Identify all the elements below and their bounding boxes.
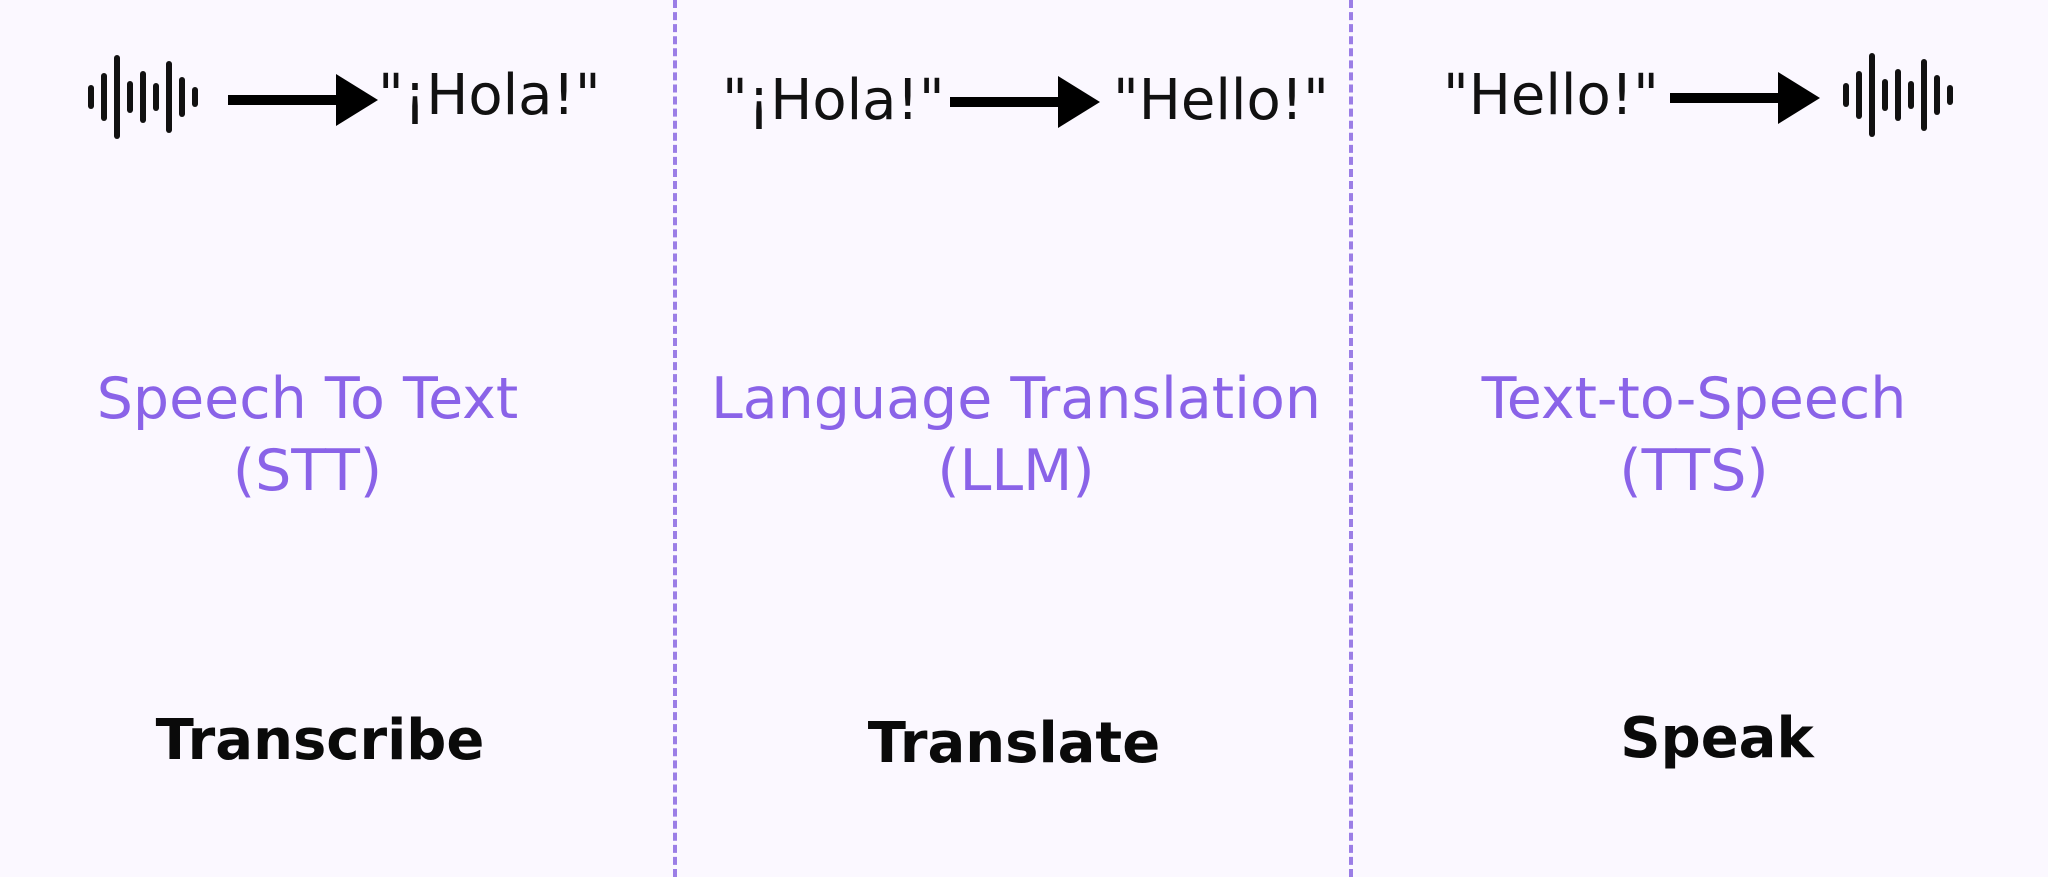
soundwave-icon	[1843, 53, 1953, 137]
stage-title-line2: (STT)	[232, 438, 383, 504]
arrow-right-icon	[950, 76, 1100, 128]
arrow-right-icon	[228, 74, 378, 126]
stage-title-line1: Speech To Text	[96, 366, 519, 432]
stage-verb: Transcribe	[155, 708, 485, 773]
stage-title-line2: (TTS)	[1619, 438, 1769, 504]
stage-title-line1: Text-to-Speech	[1481, 366, 1907, 432]
column-divider	[673, 0, 677, 877]
output-text: "Hello!"	[1113, 68, 1329, 133]
stage-title-line2: (LLM)	[937, 438, 1095, 504]
input-text: "¡Hola!"	[722, 68, 945, 133]
stage-title: Text-to-Speech (TTS)	[1353, 363, 2035, 507]
soundwave-icon	[88, 55, 198, 139]
input-text: "Hello!"	[1443, 63, 1659, 128]
column-divider	[1349, 0, 1353, 877]
stage-verb: Speak	[1620, 706, 1814, 771]
arrow-right-icon	[1670, 72, 1820, 124]
output-text: "¡Hola!"	[378, 63, 601, 128]
stage-title: Language Translation (LLM)	[675, 363, 1357, 507]
stage-title-line1: Language Translation	[711, 366, 1321, 432]
stage-title: Speech To Text (STT)	[0, 363, 615, 507]
stage-verb: Translate	[867, 711, 1161, 776]
